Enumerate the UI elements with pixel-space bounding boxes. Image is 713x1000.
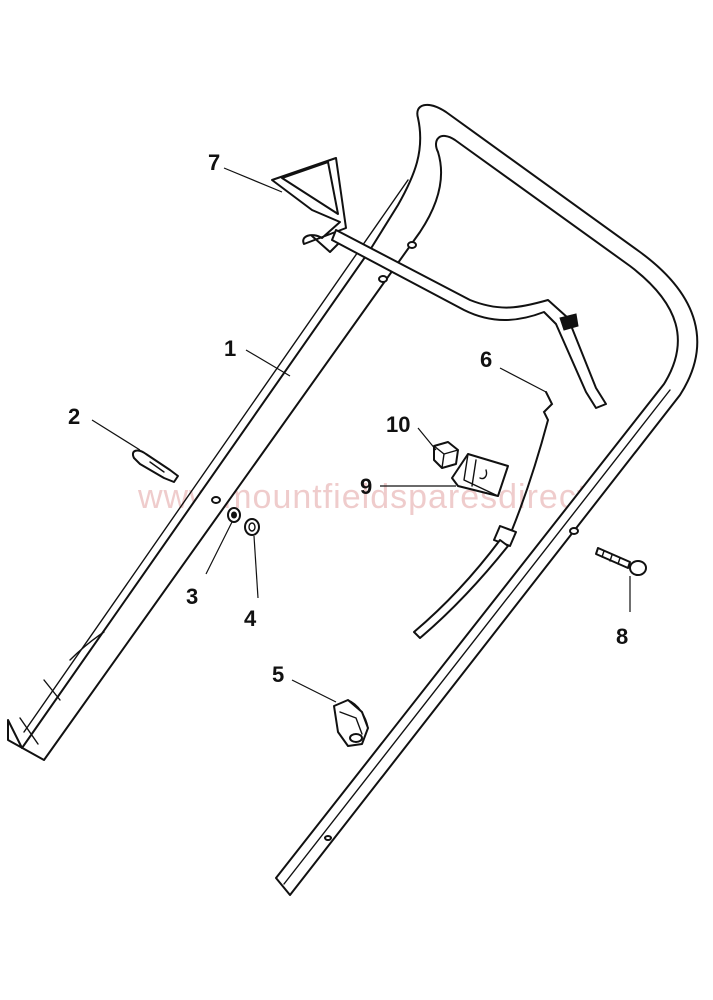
spacer-block	[433, 441, 459, 469]
leader-lines	[91, 167, 631, 703]
washer	[227, 507, 241, 523]
callout-1: 1	[224, 336, 236, 361]
callout-10: 10	[386, 412, 410, 437]
callout-4: 4	[244, 606, 257, 631]
callout-3: 3	[186, 584, 198, 609]
hairpin-clip	[132, 449, 179, 483]
callout-9: 9	[360, 474, 372, 499]
nut	[244, 518, 260, 536]
cable-clip	[333, 699, 369, 747]
control-cable	[413, 391, 554, 639]
callout-8: 8	[616, 624, 628, 649]
cable-clip-block	[451, 453, 509, 497]
callout-5: 5	[272, 662, 284, 687]
bolt	[595, 547, 647, 576]
callout-2: 2	[68, 404, 80, 429]
callout-6: 6	[480, 347, 492, 372]
callout-7: 7	[208, 150, 220, 175]
handle-frame	[7, 103, 699, 896]
control-bail	[271, 157, 607, 409]
callout-labels: 1 2 3 4 5 6 7 8 9 10	[68, 150, 628, 687]
